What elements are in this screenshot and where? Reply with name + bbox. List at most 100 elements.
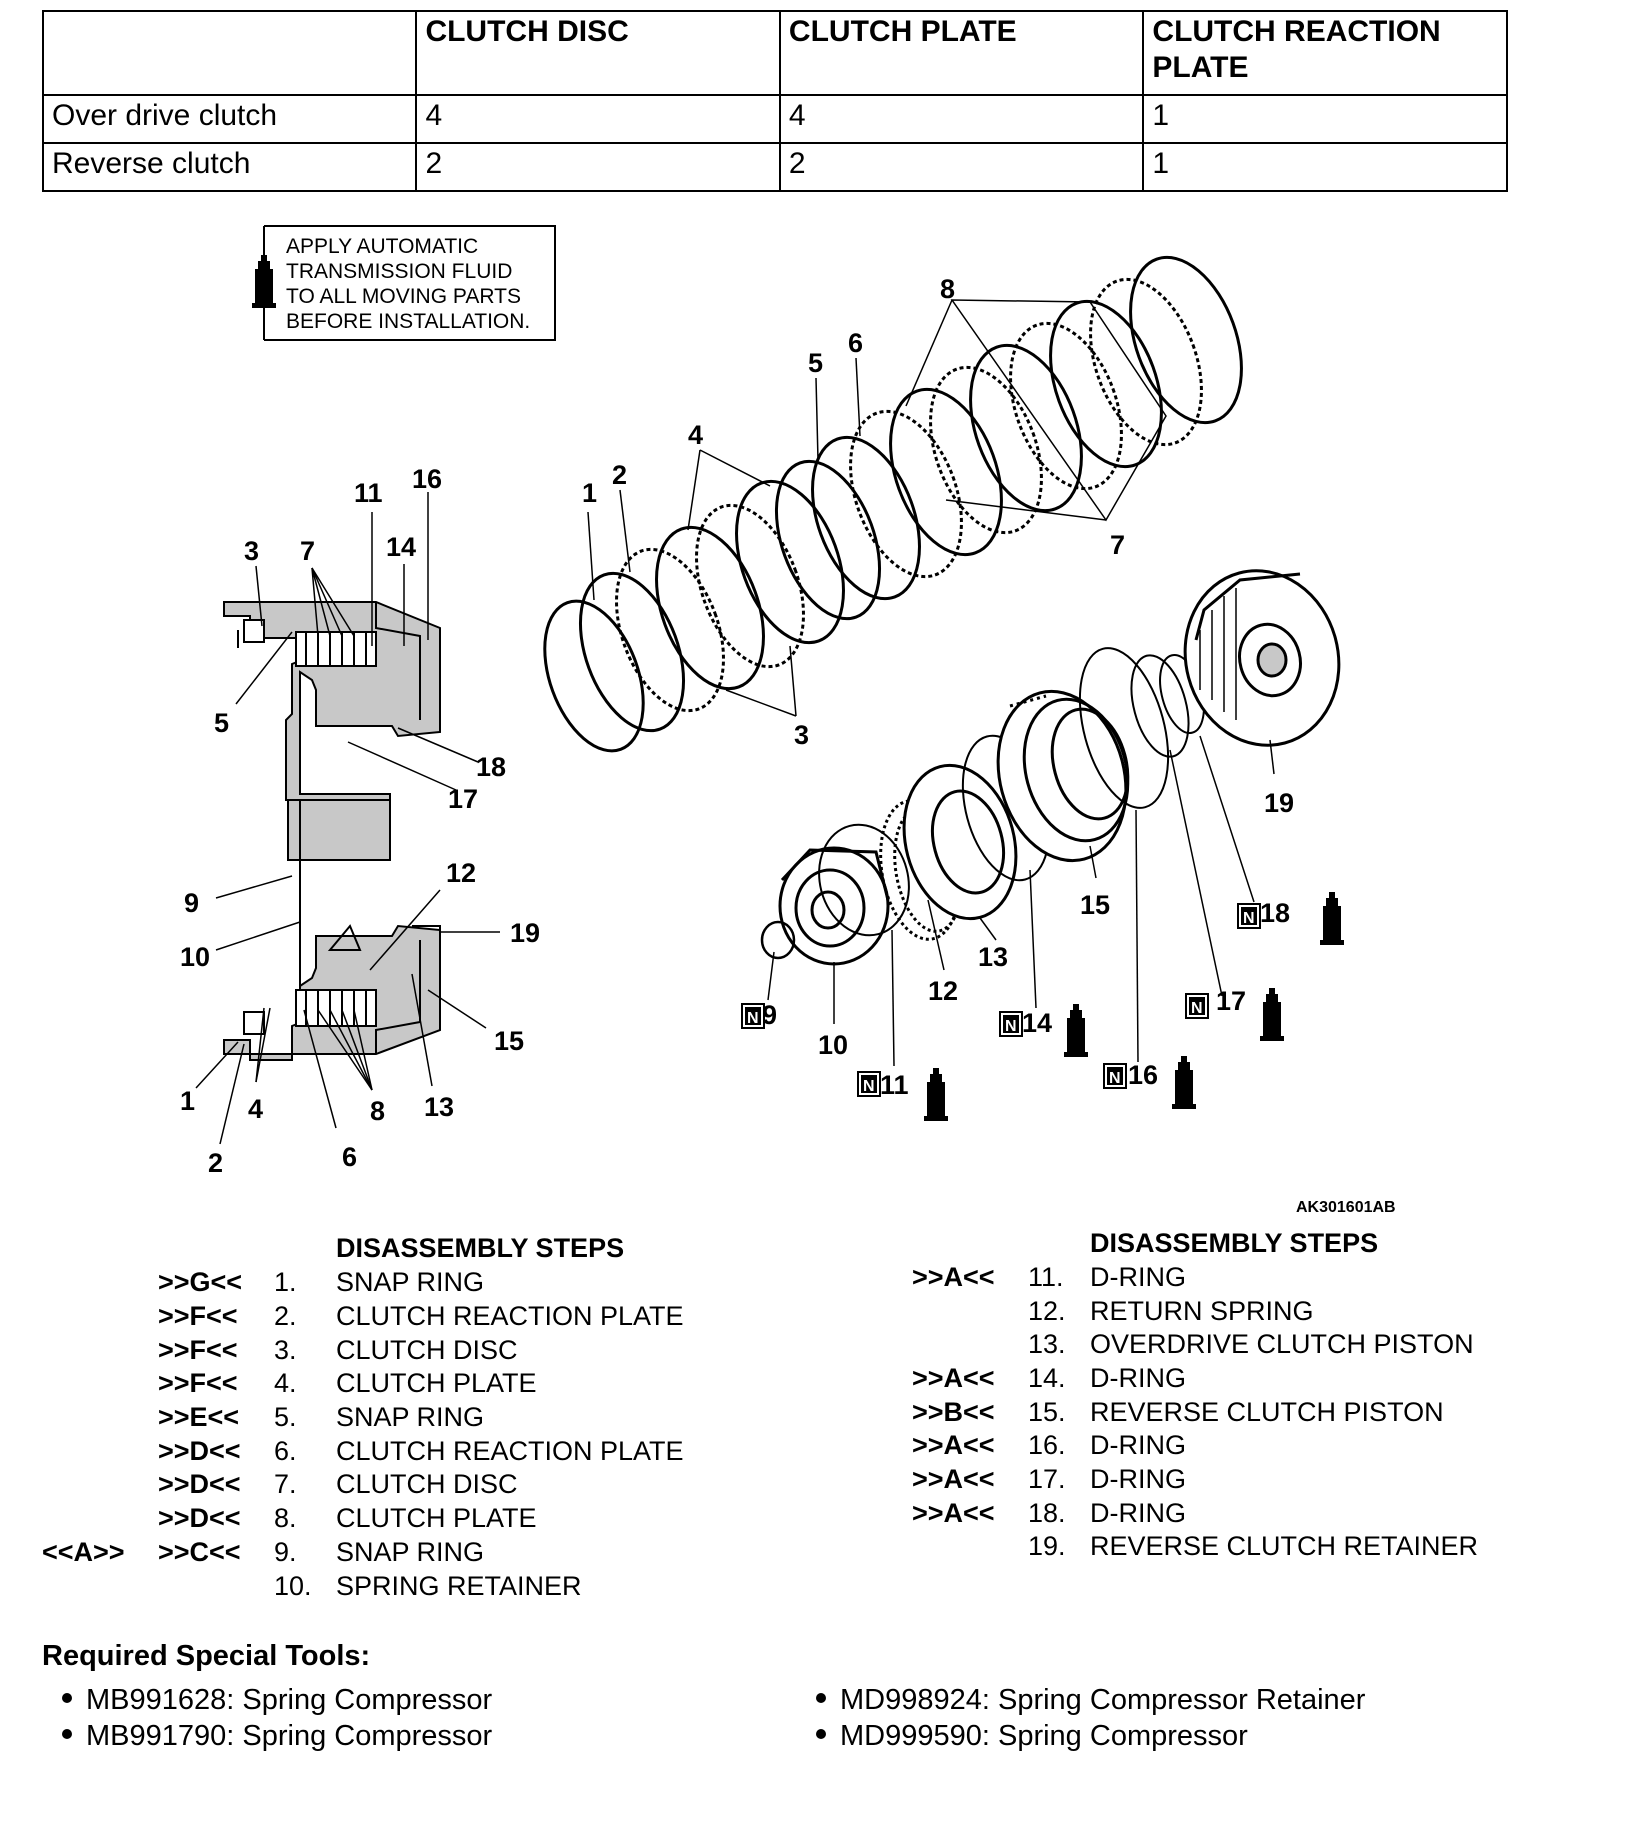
exploded-leaders-upper <box>587 299 1167 717</box>
new-part-mark: N <box>1005 1018 1017 1035</box>
service-ref: >>F<< <box>158 1335 238 1365</box>
callout: 17 <box>448 784 478 814</box>
callout: 10 <box>180 942 210 972</box>
table-cell: Over drive clutch <box>41 94 418 144</box>
new-part-mark: N <box>1109 1070 1121 1087</box>
table-header-row: CLUTCH DISC CLUTCH PLATE CLUTCH REACTION… <box>41 10 1508 96</box>
lower-clutch-pack <box>295 989 377 1027</box>
step-number: 17. <box>1028 1464 1066 1494</box>
new-part-mark: N <box>747 1010 759 1027</box>
new-part-mark: N <box>1191 1000 1203 1017</box>
callout: 3 <box>794 720 809 750</box>
callout: 14 <box>1022 1008 1052 1038</box>
atf-bottle-icon <box>1260 988 1284 1041</box>
table-row: Over drive clutch 4 4 1 <box>41 94 1508 144</box>
figure-code: AK301601AB <box>1296 1199 1396 1216</box>
callout: 5 <box>808 348 823 378</box>
step-name: REVERSE CLUTCH RETAINER <box>1090 1531 1479 1561</box>
callout: 18 <box>1260 898 1290 928</box>
clutch-plate <box>889 387 1003 557</box>
tool-label: MD999590: Spring Compressor <box>840 1720 1248 1752</box>
snap-ring-9 <box>760 920 796 960</box>
service-ref: >>A<< <box>912 1430 995 1460</box>
step-number: 18. <box>1028 1498 1066 1528</box>
spring-retainer <box>778 846 890 966</box>
tools-heading: Required Special Tools: <box>42 1640 371 1672</box>
callout: 7 <box>1110 530 1125 560</box>
step-name: D-RING <box>1090 1464 1186 1494</box>
reverse-clutch-piston <box>996 689 1130 863</box>
callout: 1 <box>582 478 597 508</box>
service-ref: >>F<< <box>158 1301 238 1331</box>
table-header-cell: CLUTCH PLATE <box>778 10 1145 96</box>
tool-item: MB991628: Spring Compressor <box>62 1684 492 1717</box>
clutch-spec-table: CLUTCH DISC CLUTCH PLATE CLUTCH REACTION… <box>41 10 1508 192</box>
step-number: 5. <box>274 1402 297 1432</box>
table-header-cell <box>41 10 418 96</box>
clutch-plate <box>735 479 845 645</box>
table-cell: 4 <box>415 94 781 144</box>
step-name: REVERSE CLUTCH PISTON <box>1090 1397 1444 1427</box>
table-cell: Reverse clutch <box>41 142 418 192</box>
callout: 11 <box>880 1070 909 1100</box>
reverse-clutch-retainer <box>1183 569 1341 747</box>
step-name: OVERDRIVE CLUTCH PISTON <box>1090 1329 1474 1359</box>
callout: 6 <box>848 328 863 358</box>
exploded-callouts: 8 5 6 4 1 2 7 3 19 18 15 13 17 12 14 9 1… <box>582 274 1294 1100</box>
table-cell: 1 <box>1142 94 1508 144</box>
step-name: CLUTCH DISC <box>336 1335 518 1365</box>
snap-ring <box>543 599 645 753</box>
tool-item: MB991790: Spring Compressor <box>62 1720 492 1753</box>
table-cell: 4 <box>778 94 1145 144</box>
step-number: 4. <box>274 1368 297 1398</box>
steps-heading: DISASSEMBLY STEPS <box>1090 1228 1379 1258</box>
bullet-icon <box>62 1693 72 1704</box>
clutch-disc <box>849 409 963 579</box>
callout: 5 <box>214 708 229 738</box>
service-ref: <<A>> <box>42 1537 125 1567</box>
step-number: 8. <box>274 1503 297 1533</box>
d-ring-16 <box>1078 647 1170 809</box>
callout: 13 <box>424 1092 454 1122</box>
callout: 4 <box>688 420 703 450</box>
callout: 18 <box>476 752 506 782</box>
overdrive-clutch-piston <box>902 763 1018 921</box>
callout: 12 <box>446 858 476 888</box>
note-line: TO ALL MOVING PARTS <box>286 285 521 308</box>
step-number: 14. <box>1028 1363 1066 1393</box>
service-ref: >>A<< <box>912 1262 995 1292</box>
callout: 1 <box>180 1086 195 1116</box>
callout: 15 <box>1080 890 1110 920</box>
atf-bottle-icon <box>924 1068 948 1121</box>
atf-bottle-icon <box>1064 1004 1088 1057</box>
callout: 2 <box>208 1148 223 1178</box>
bullet-icon <box>816 1729 826 1740</box>
clutch-plate <box>1129 255 1243 425</box>
table-cell: 1 <box>1142 142 1508 192</box>
step-name: SNAP RING <box>336 1402 485 1432</box>
atf-bottle-icon <box>252 255 276 308</box>
callout: 9 <box>762 1000 777 1030</box>
callout: 16 <box>412 464 442 494</box>
clutch-plate <box>655 525 765 691</box>
tool-item: MD999590: Spring Compressor <box>816 1720 1248 1753</box>
callout: 7 <box>300 536 315 566</box>
step-number: 12. <box>1028 1296 1066 1326</box>
callout: 12 <box>928 976 958 1006</box>
tool-label: MB991790: Spring Compressor <box>86 1720 493 1752</box>
service-ref: >>G<< <box>158 1267 243 1297</box>
clutch-plate <box>969 343 1083 513</box>
exploded-leaders-lower <box>767 735 1275 1067</box>
tool-label: MD998924: Spring Compressor Retainer <box>840 1684 1366 1716</box>
step-name: SPRING RETAINER <box>336 1571 582 1601</box>
callout: 19 <box>1264 788 1294 818</box>
exploded-clutch-pack <box>543 255 1243 753</box>
callout: 19 <box>510 918 540 948</box>
table-cell: 2 <box>778 142 1145 192</box>
callout: 17 <box>1216 986 1246 1016</box>
service-ref: >>D<< <box>158 1469 241 1499</box>
step-number: 7. <box>274 1469 297 1499</box>
step-name: D-RING <box>1090 1498 1186 1528</box>
step-number: 3. <box>274 1335 297 1365</box>
